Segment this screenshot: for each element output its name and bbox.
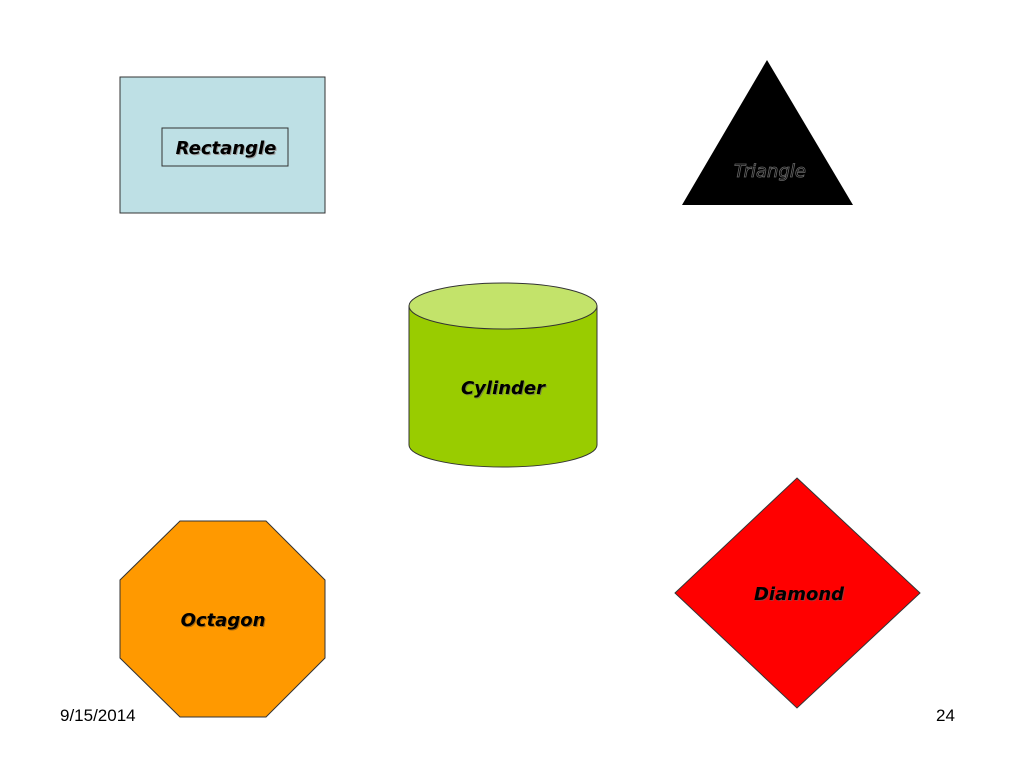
rectangle-label-box bbox=[161, 127, 289, 167]
footer-page-number: 24 bbox=[936, 706, 955, 725]
diamond-label: Diamond bbox=[754, 584, 845, 605]
rectangle-shape[interactable]: Rectangle bbox=[119, 76, 326, 214]
triangle-body bbox=[682, 60, 853, 205]
rectangle-label: Rectangle bbox=[176, 138, 277, 159]
octagon-body bbox=[119, 520, 326, 718]
octagon-label: Octagon bbox=[181, 610, 266, 631]
octagon-shape[interactable]: Octagon bbox=[119, 520, 326, 718]
cylinder-top bbox=[408, 282, 598, 330]
diamond-body bbox=[674, 477, 921, 709]
cylinder-shape[interactable]: Cylinder bbox=[408, 282, 598, 468]
triangle-shape[interactable]: Triangle bbox=[682, 60, 853, 205]
footer-date: 9/15/2014 bbox=[60, 706, 136, 725]
diamond-shape[interactable]: Diamond bbox=[674, 477, 921, 709]
rectangle-body bbox=[119, 76, 326, 214]
cylinder-label: Cylinder bbox=[461, 378, 546, 399]
cylinder-body bbox=[408, 305, 598, 468]
triangle-label: Triangle bbox=[734, 161, 806, 182]
